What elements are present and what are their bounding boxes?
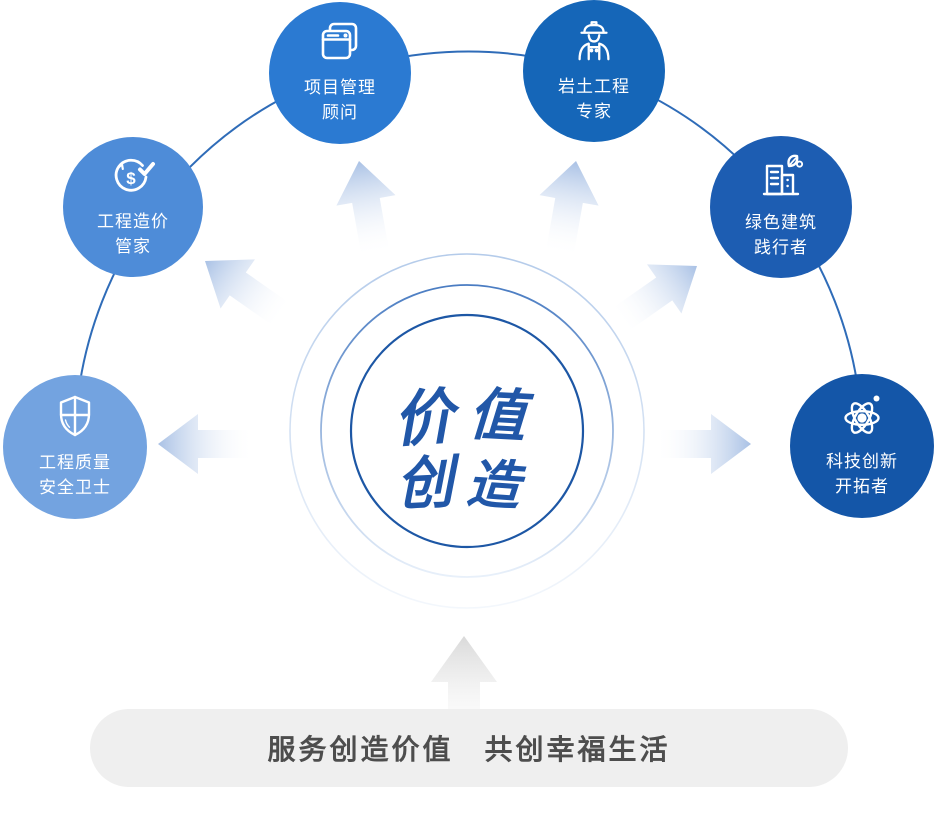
label-line1: 工程质量 <box>39 453 111 473</box>
center-char-chuang: 创 <box>394 451 455 518</box>
label-line2: 顾问 <box>322 103 358 122</box>
construction-worker-icon <box>571 17 617 68</box>
arrow-to-project-management <box>336 161 396 257</box>
building-leaf-icon <box>758 153 804 204</box>
dollar-check-icon: $ <box>109 154 157 203</box>
label-line2: 践行者 <box>754 238 808 257</box>
circle-green-building: 绿色建筑 践行者 <box>710 136 852 278</box>
circle-quality-safety: 工程质量 安全卫士 <box>3 375 147 519</box>
label-line1: 工程造价 <box>97 212 169 232</box>
slogan-banner: 服务创造价值 共创幸福生活 <box>90 709 848 787</box>
label-line1: 绿色建筑 <box>745 213 817 233</box>
radial-arrows <box>158 161 751 474</box>
arrow-to-quality-safety <box>158 414 252 474</box>
arrow-to-geotechnical <box>539 161 599 257</box>
arrow-from-banner <box>431 636 497 716</box>
label-line2: 专家 <box>576 102 612 121</box>
arrow-to-green-building <box>611 264 697 332</box>
svg-text:$: $ <box>126 169 136 188</box>
label-line2: 安全卫士 <box>39 478 111 497</box>
circle-geotechnical: 岩土工程 专家 <box>523 0 665 142</box>
middle-ring <box>320 284 614 578</box>
outer-ring <box>289 253 645 609</box>
documents-icon <box>317 20 363 69</box>
label-line1: 项目管理 <box>304 78 376 98</box>
center-char-zao: 造 <box>464 455 522 517</box>
arrow-to-tech-innovation <box>657 414 751 474</box>
label-line1: 岩土工程 <box>558 77 630 97</box>
slogan-text: 服务创造价值 共创幸福生活 <box>267 734 671 765</box>
label-line2: 管家 <box>115 237 151 256</box>
circle-tech-innovation: 科技创新 开拓者 <box>790 374 934 518</box>
inner-ring <box>349 313 585 549</box>
arrow-to-cost-management <box>205 259 291 327</box>
circle-project-management: 项目管理 顾问 <box>269 2 411 144</box>
atom-icon <box>838 392 886 443</box>
label-line1: 科技创新 <box>826 452 898 472</box>
shield-icon <box>52 393 98 444</box>
label-line2: 开拓者 <box>835 477 889 496</box>
circle-cost-management: $ 工程造价 管家 <box>63 137 203 277</box>
